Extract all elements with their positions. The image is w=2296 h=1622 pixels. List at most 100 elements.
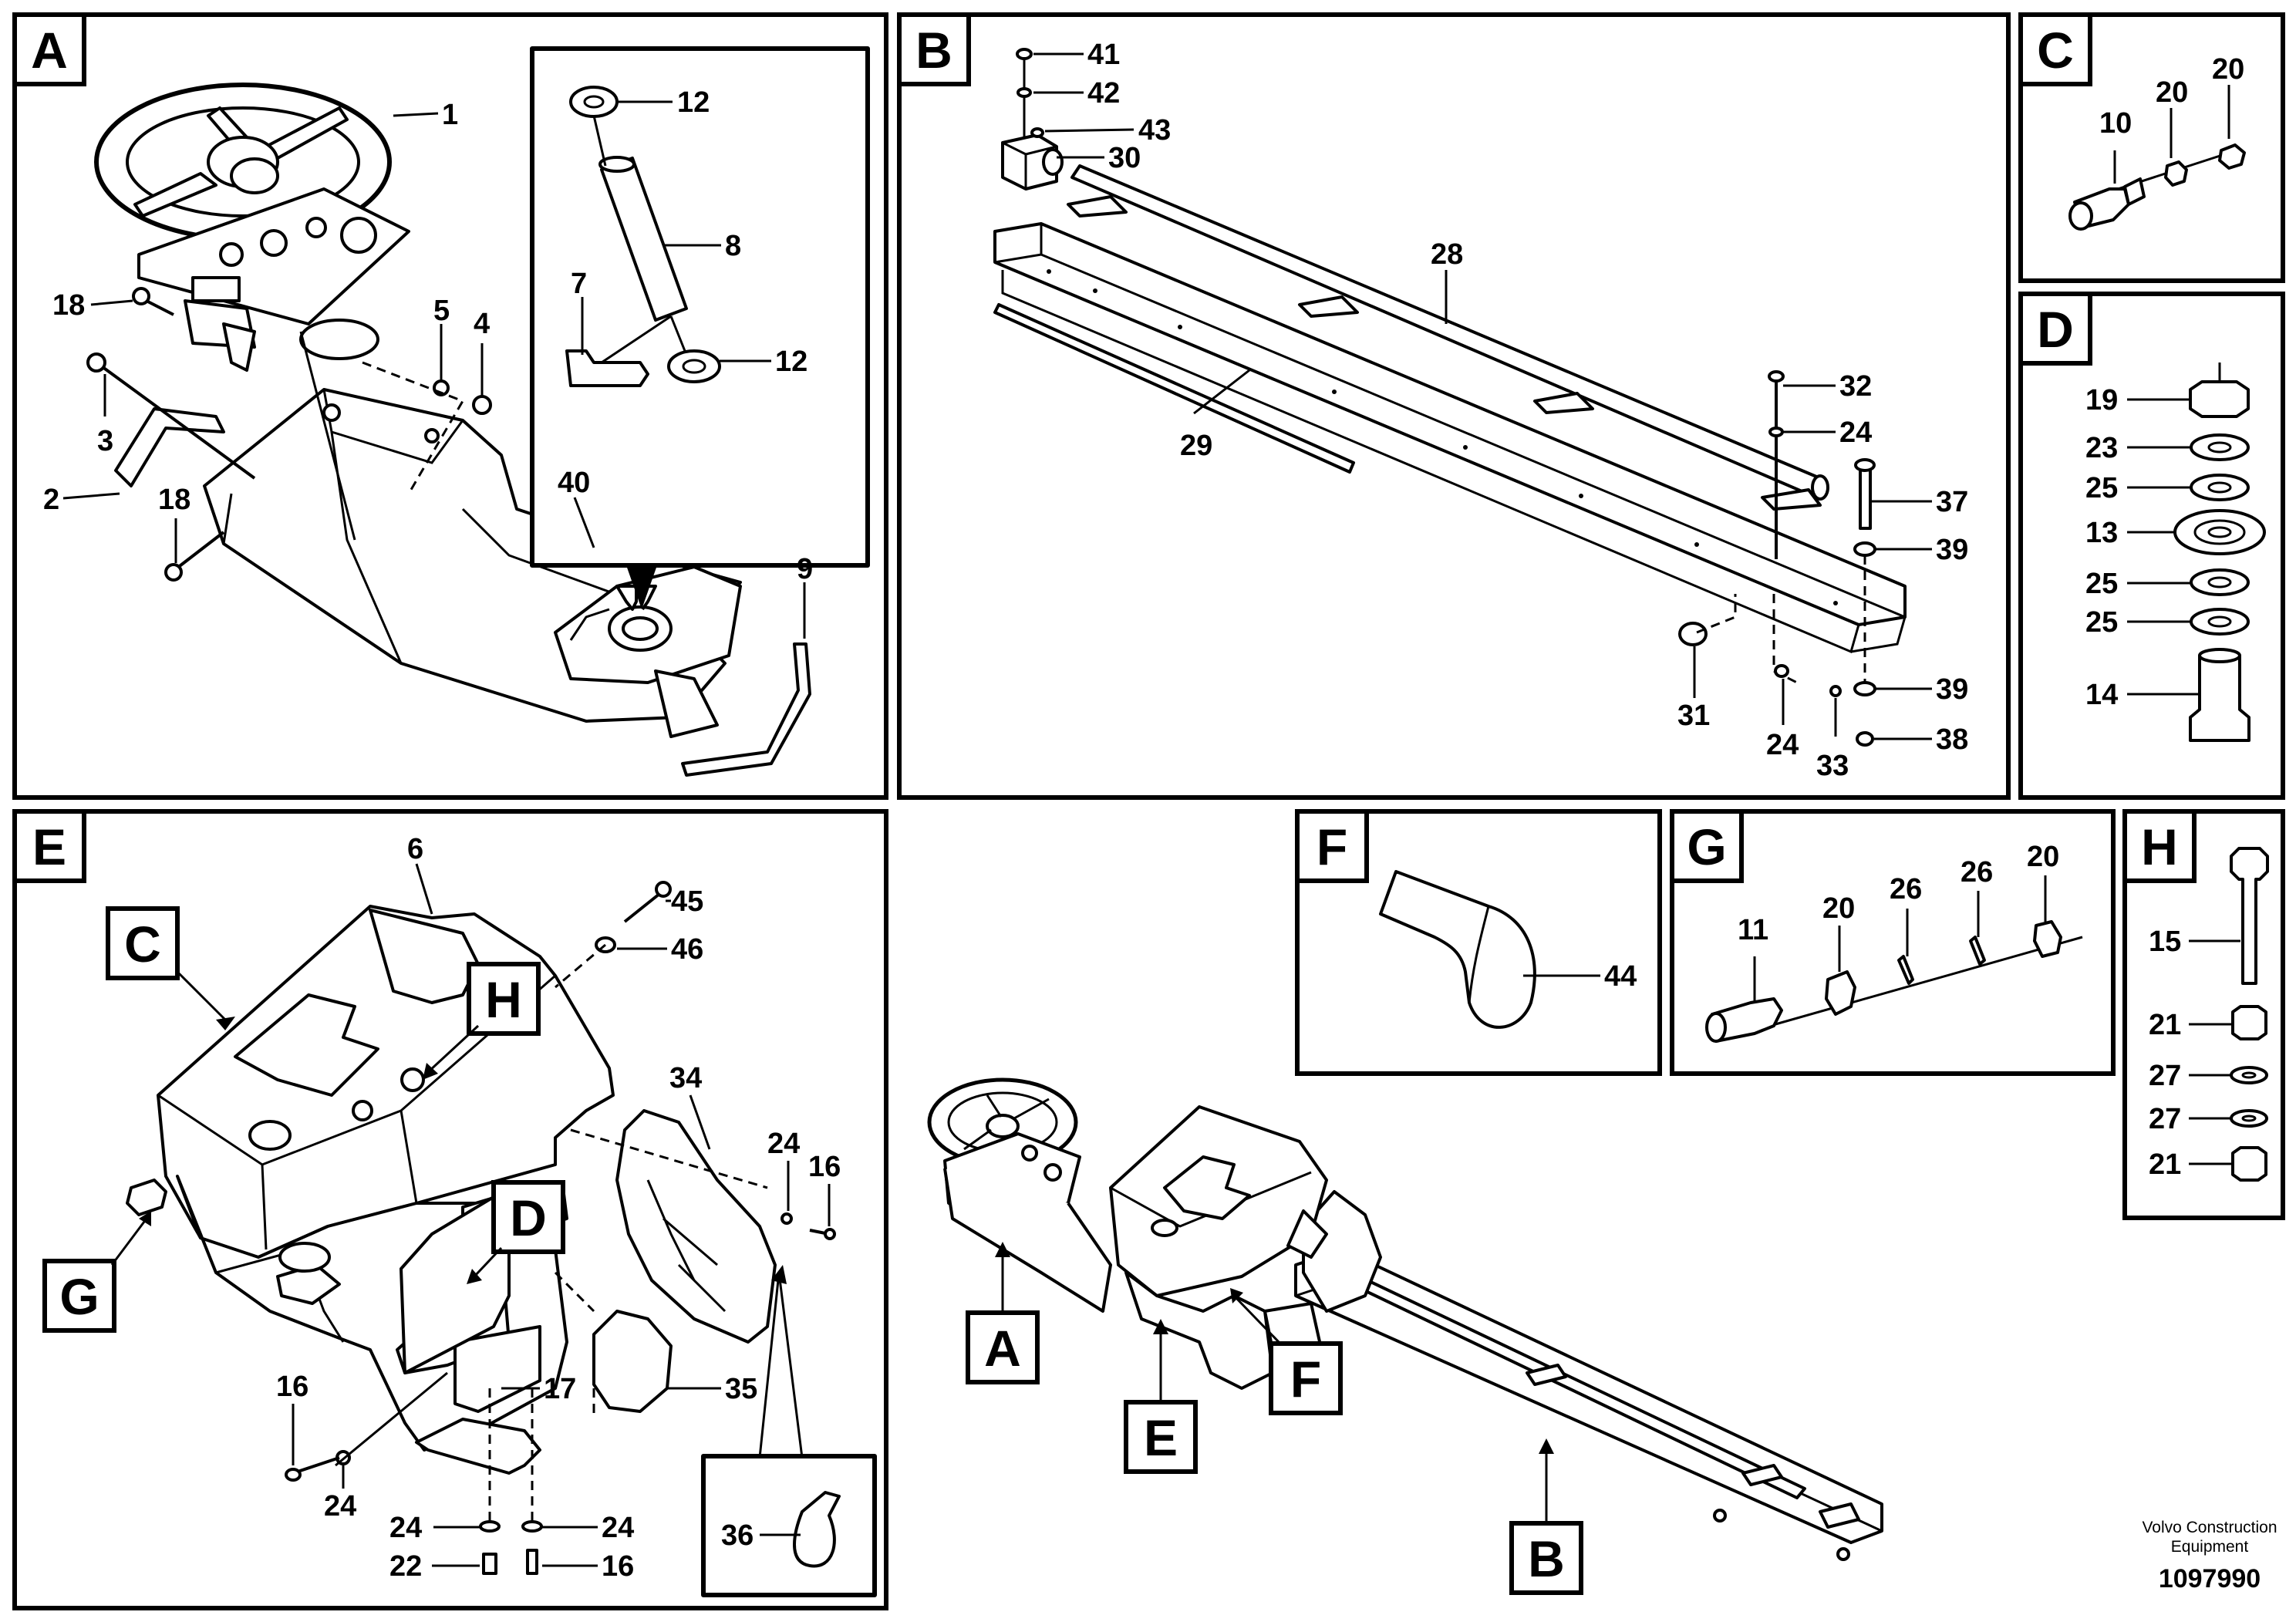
part-number: 42 xyxy=(1087,77,1120,110)
strip xyxy=(993,303,1355,474)
washer xyxy=(2190,433,2250,461)
panel-e-letter: E xyxy=(32,818,66,875)
part-number: 10 xyxy=(2099,107,2132,140)
part-number: 1 xyxy=(442,99,458,131)
part-number: 2 xyxy=(43,484,59,516)
bearing xyxy=(2173,509,2266,555)
washer xyxy=(2190,608,2250,636)
part-number: 36 xyxy=(721,1519,754,1552)
part-number: 8 xyxy=(725,230,741,262)
part-number: 46 xyxy=(671,933,703,966)
part-number: 26 xyxy=(1890,873,1922,905)
rotary-dial xyxy=(554,565,742,738)
document-number: 1097990 xyxy=(2159,1564,2261,1593)
part-number: 44 xyxy=(1604,960,1637,993)
maker-line-1: Volvo Construction xyxy=(2142,1519,2277,1536)
part-number: 29 xyxy=(1180,430,1212,462)
part-number: 35 xyxy=(725,1373,757,1405)
panel-d-part-numbers: 19 23 25 13 25 25 14 xyxy=(2085,384,2198,711)
washer xyxy=(2190,474,2250,501)
panel-b-part-numbers: 41 42 43 30 28 29 32 24 37 39 31 24 33 xyxy=(1033,39,1968,782)
part-number: 24 xyxy=(1839,416,1872,449)
part-number: 5 xyxy=(433,295,450,327)
callout-a: A xyxy=(984,1320,1021,1377)
lock-washer xyxy=(1969,936,1986,966)
part-number: 37 xyxy=(1936,486,1968,518)
panel-e-callouts: C H D G xyxy=(42,906,565,1333)
part-number: 25 xyxy=(2085,606,2118,639)
panel-f-letter: F xyxy=(1317,818,1347,875)
part-number: 17 xyxy=(544,1373,576,1405)
part-number: 20 xyxy=(1822,892,1855,925)
callout-c: C xyxy=(124,916,161,973)
maker-line-2: Equipment xyxy=(2171,1538,2249,1556)
part-number: 39 xyxy=(1936,673,1968,706)
part-number: 7 xyxy=(571,268,587,300)
nut xyxy=(1825,970,1856,1016)
callout-d: D xyxy=(510,1189,547,1246)
mount-block xyxy=(1001,133,1064,191)
part-number: 12 xyxy=(677,86,710,119)
panel-c: C 10 20 20 xyxy=(2018,12,2285,283)
panel-h-letter: H xyxy=(2141,818,2178,875)
part-number: 18 xyxy=(52,289,85,322)
nut xyxy=(2218,143,2246,170)
rod xyxy=(1067,164,1829,511)
footer: Volvo Construction Equipment 1097990 xyxy=(2142,1519,2277,1593)
part-number: 38 xyxy=(1936,723,1968,756)
washer xyxy=(2190,568,2250,596)
panel-b-letter: B xyxy=(915,22,952,79)
part-number: 26 xyxy=(1961,856,1993,889)
inset-box xyxy=(701,1265,877,1597)
hex-nut xyxy=(2189,380,2250,418)
part-number: 21 xyxy=(2149,1148,2181,1181)
inset-box xyxy=(530,46,870,611)
part-number: 9 xyxy=(797,553,813,585)
spacer-bolt xyxy=(2189,654,2250,742)
part-number: 40 xyxy=(558,467,590,499)
hex-nut xyxy=(2231,1005,2267,1040)
lock-washer xyxy=(1897,955,1914,985)
panel-d: D 19 23 25 13 25 25 14 xyxy=(2018,292,2285,800)
callout-b: B xyxy=(1528,1530,1565,1587)
part-number: 4 xyxy=(474,308,490,340)
part-number: 15 xyxy=(2149,926,2181,958)
part-number: 23 xyxy=(2085,432,2118,464)
part-number: 24 xyxy=(389,1512,422,1544)
grab-handle xyxy=(114,407,225,487)
part-number: 16 xyxy=(602,1550,634,1583)
control-plate xyxy=(137,187,410,372)
part-number: 39 xyxy=(1936,534,1968,566)
part-number: 13 xyxy=(2085,517,2118,549)
panel-a-part-numbers: 1 12 8 7 12 18 5 4 3 2 18 40 9 xyxy=(43,86,813,639)
part-number: 21 xyxy=(2149,1009,2181,1041)
part-number: 24 xyxy=(1766,729,1799,761)
part-number: 24 xyxy=(767,1128,800,1160)
panel-d-letter: D xyxy=(2037,301,2074,358)
panel-a-letter: A xyxy=(31,22,68,79)
part-number: 24 xyxy=(602,1512,634,1544)
panel-e: E xyxy=(12,809,888,1610)
part-number: 25 xyxy=(2085,472,2118,504)
part-number: 43 xyxy=(1138,114,1171,147)
part-number: 20 xyxy=(2212,53,2244,86)
part-number: 20 xyxy=(2156,76,2188,109)
part-number: 27 xyxy=(2149,1103,2181,1135)
part-number: 41 xyxy=(1087,39,1120,71)
part-number: 6 xyxy=(407,833,423,865)
panel-b: B xyxy=(897,12,2011,800)
support-strut xyxy=(681,642,811,777)
callout-g: G xyxy=(59,1268,99,1325)
part-number: 25 xyxy=(2085,568,2118,600)
part-number: 20 xyxy=(2027,841,2059,873)
part-number: 34 xyxy=(669,1062,702,1094)
panel-h: H 15 21 27 27 21 xyxy=(2122,809,2285,1220)
bolt xyxy=(2230,847,2269,985)
panel-h-part-numbers: 15 21 27 27 21 xyxy=(2149,926,2240,1181)
side-knob xyxy=(126,1179,167,1216)
part-number: 24 xyxy=(324,1490,356,1523)
overview-assembly: A E F B xyxy=(927,1077,1883,1595)
part-number: 32 xyxy=(1839,370,1872,403)
dial-plate xyxy=(615,1109,777,1344)
